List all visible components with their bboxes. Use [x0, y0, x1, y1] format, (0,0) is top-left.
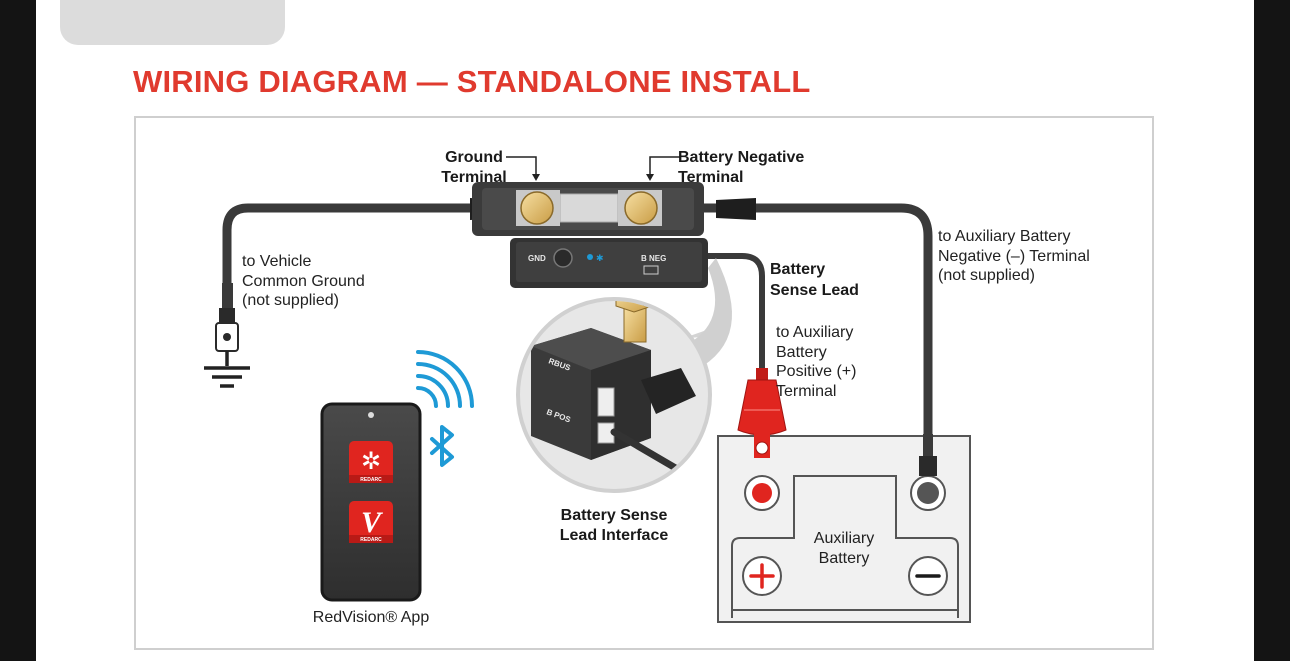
page-title: WIRING DIAGRAM — STANDALONE INSTALL	[133, 64, 811, 99]
redarc-app-icon: ✲ REDARC	[349, 441, 393, 483]
svg-text:REDARC: REDARC	[360, 537, 382, 543]
positive-clamp	[737, 368, 787, 458]
sense-lead-interface-closeup: RBUS B POS	[516, 297, 712, 493]
ground-cable	[222, 203, 483, 301]
svg-text:✲: ✲	[361, 447, 381, 475]
negative-post	[910, 434, 946, 511]
svg-text:GND: GND	[528, 254, 546, 263]
negative-minus-icon	[908, 556, 948, 596]
positive-post	[744, 475, 780, 511]
bluetooth-icon	[430, 425, 454, 467]
ground-lug	[215, 283, 239, 352]
label-leader-lines	[506, 156, 680, 181]
wireless-signal-icon	[416, 350, 474, 408]
ground-symbol-icon	[204, 351, 250, 388]
label-auxiliary-battery: Auxiliary Battery	[813, 530, 875, 567]
label-sense-lead-interface: Battery Sense Lead Interface	[559, 507, 669, 544]
negative-cable	[696, 203, 933, 453]
label-battery-sense-lead: Battery Sense Lead	[770, 261, 859, 299]
page-indicator-text: 5 of 28	[94, 0, 233, 8]
label-battery-negative-terminal: Battery Negative Terminal	[678, 149, 805, 186]
label-redvision-app: RedVision® App	[312, 609, 430, 626]
label-aux-battery-positive: to Auxiliary Battery Positive (+) Termin…	[776, 324, 857, 400]
svg-text:✱: ✱	[596, 254, 604, 264]
label-ground-terminal: Ground Terminal	[441, 149, 507, 186]
positive-plus-icon	[742, 556, 782, 596]
svg-text:REDARC: REDARC	[360, 477, 382, 483]
document-page: 5 of 28 WIRING DIAGRAM — STANDALONE INST…	[36, 0, 1254, 661]
label-vehicle-common-ground: to Vehicle Common Ground (not supplied)	[242, 253, 365, 309]
svg-text:B NEG: B NEG	[641, 254, 666, 263]
redvision-app-icon: V REDARC	[349, 501, 393, 543]
label-aux-battery-negative: to Auxiliary Battery Negative (–) Termin…	[938, 228, 1090, 284]
page-indicator: 5 of 28	[60, 0, 285, 45]
wiring-diagram-graphic: GND B NEG ✱ RBUS	[204, 156, 971, 623]
battery-sense-cable	[707, 253, 765, 370]
smart-shunt: GND B NEG ✱	[472, 182, 708, 288]
svg-text:V: V	[361, 506, 384, 539]
wiring-diagram: GND B NEG ✱ RBUS	[134, 116, 1154, 650]
